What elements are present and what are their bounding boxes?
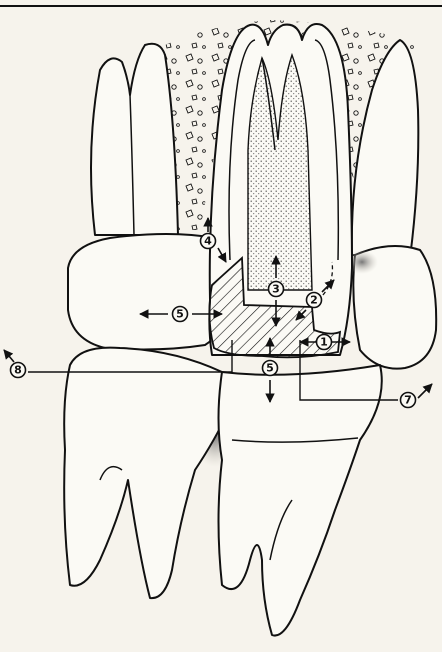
label-5-left: 5	[173, 307, 188, 322]
svg-text:2: 2	[310, 294, 318, 307]
svg-text:5: 5	[266, 362, 274, 375]
lower-left-tooth	[64, 348, 230, 599]
label-4: 4	[201, 234, 216, 249]
svg-text:5: 5	[176, 308, 184, 321]
label-1: 1	[317, 335, 332, 350]
label-7: 7	[401, 393, 416, 408]
svg-text:3: 3	[272, 283, 280, 296]
svg-text:1: 1	[320, 336, 328, 349]
label-5-right: 5	[263, 361, 278, 376]
label-8: 8	[11, 363, 26, 378]
label-2: 2	[307, 293, 322, 308]
svg-text:7: 7	[404, 394, 412, 407]
svg-text:8: 8	[14, 364, 22, 377]
upper-left-tooth	[91, 44, 178, 235]
label-3: 3	[269, 282, 284, 297]
upper-left-crown	[68, 234, 229, 349]
svg-text:4: 4	[204, 235, 212, 248]
lower-right-tooth	[219, 365, 382, 636]
